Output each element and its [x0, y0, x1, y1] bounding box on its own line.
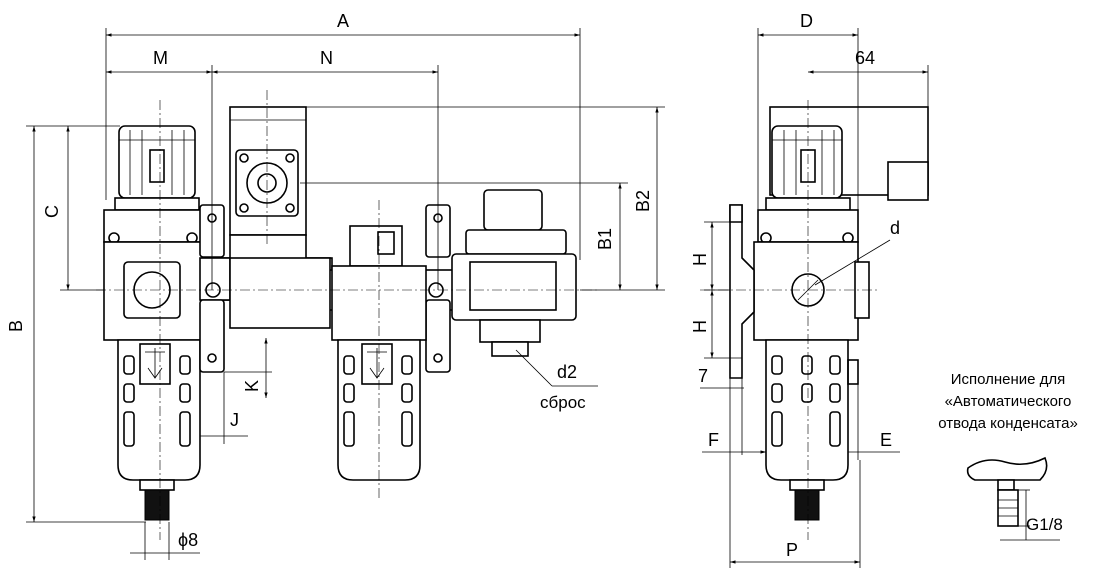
note-line-3: отвода конденсата»: [938, 415, 1078, 432]
dim-B2: B2: [633, 190, 653, 212]
dim-C: C: [42, 205, 62, 218]
dim-D: D: [800, 11, 813, 31]
exhaust-valve: [451, 189, 577, 357]
front-view: [96, 90, 600, 540]
dim-d: d: [890, 218, 900, 238]
auto-drain-detail: G1/8: [966, 456, 1063, 541]
dim-A: A: [337, 11, 349, 31]
dim-7: 7: [698, 366, 708, 386]
front-dimensions: [26, 28, 665, 560]
label-sbros: сброс: [540, 393, 586, 412]
dim-E: E: [880, 430, 892, 450]
dim-B: B: [6, 320, 26, 332]
dim-N: N: [320, 48, 333, 68]
dim-F: F: [708, 430, 719, 450]
note-line-1: Исполнение для: [951, 371, 1066, 388]
dim-H-lower: H: [690, 320, 710, 333]
note-line-2: «Автоматического: [945, 393, 1072, 410]
dim-H-upper: H: [690, 253, 710, 266]
side-view: [700, 100, 929, 540]
side-dimension-labels: D 64 d H H 7 F E P: [690, 11, 900, 560]
dim-d2: d2: [557, 362, 577, 382]
dim-M: M: [153, 48, 168, 68]
front-dimension-labels: A M N B C B1 B2 K J ϕ8 d2 сброс: [6, 11, 653, 550]
dim-phi8: ϕ8: [178, 530, 198, 550]
filter-regulator-unit: [103, 125, 215, 521]
dim-K: K: [242, 380, 262, 392]
variant-note: Исполнение для «Автоматического отвода к…: [938, 371, 1078, 432]
dim-B1: B1: [595, 228, 615, 250]
dim-64: 64: [855, 48, 875, 68]
side-dimensions: [700, 28, 929, 568]
dim-G18: G1/8: [1026, 515, 1063, 534]
dim-J: J: [230, 410, 239, 430]
solenoid-valve: [229, 106, 331, 329]
dim-P: P: [786, 540, 798, 560]
